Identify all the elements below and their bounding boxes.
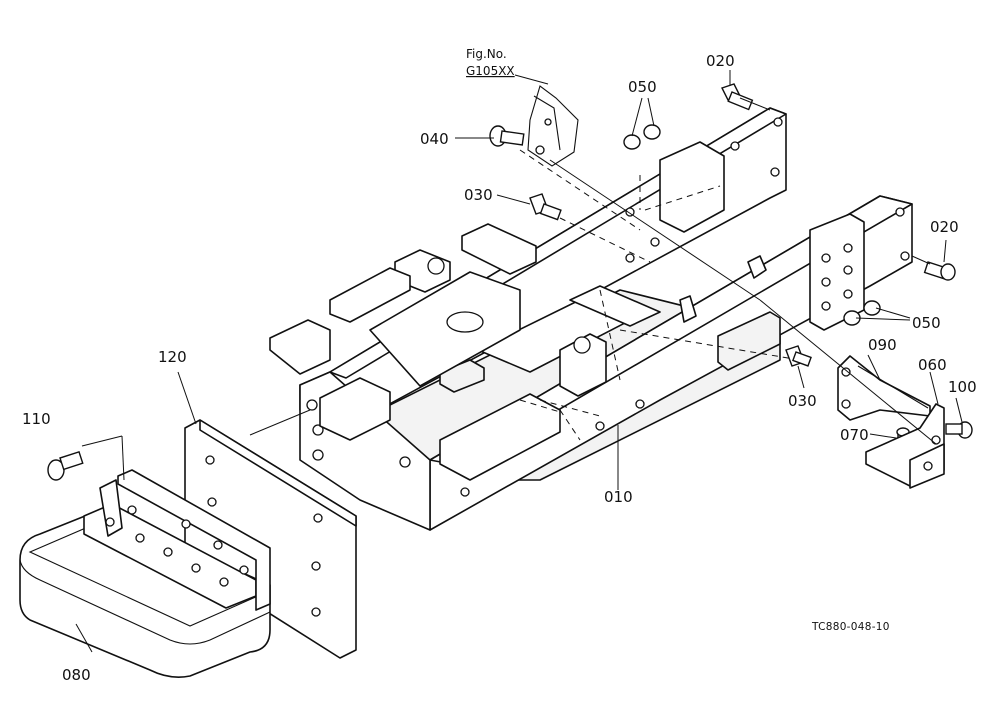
leader-lines	[75, 70, 963, 653]
bolt-040	[489, 125, 525, 147]
label-040: 040	[420, 130, 449, 148]
nut-050-right	[843, 300, 881, 326]
label-020-right: 020	[930, 218, 959, 236]
nut-050-top	[623, 124, 661, 150]
front-plate-120	[184, 419, 357, 659]
label-080: 080	[62, 666, 91, 684]
bracket-060	[865, 403, 945, 489]
label-090: 090	[868, 336, 897, 354]
label-010: 010	[604, 488, 633, 506]
figure-ref-line2: G105XX	[466, 64, 515, 78]
alignment-lines	[519, 149, 801, 441]
bracket-090	[837, 355, 931, 421]
bolt-030-right	[785, 345, 812, 367]
label-050-right: 050	[912, 314, 941, 332]
bolt-030-left	[529, 193, 562, 221]
bolt-020-right	[911, 255, 956, 281]
figure-ref-line1: Fig.No.	[466, 47, 507, 61]
label-110: 110	[22, 410, 51, 428]
drawing-code: TC880-048-10	[811, 621, 890, 633]
label-120: 120	[158, 348, 187, 366]
bolt-020-top	[721, 83, 771, 111]
part-labels: Fig.No. G105XX 020 050 040 030 020 050 0…	[22, 47, 977, 684]
label-060: 060	[918, 356, 947, 374]
bolt-100	[945, 421, 973, 439]
label-020-top: 020	[706, 52, 735, 70]
label-070: 070	[840, 426, 869, 444]
weight-box-080	[19, 469, 271, 678]
main-frame-010	[269, 107, 913, 531]
label-050-top: 050	[628, 78, 657, 96]
label-100: 100	[948, 378, 977, 396]
ref-bracket	[527, 85, 579, 167]
label-030-right: 030	[788, 392, 817, 410]
label-030-left: 030	[464, 186, 493, 204]
bolt-110	[47, 450, 84, 481]
